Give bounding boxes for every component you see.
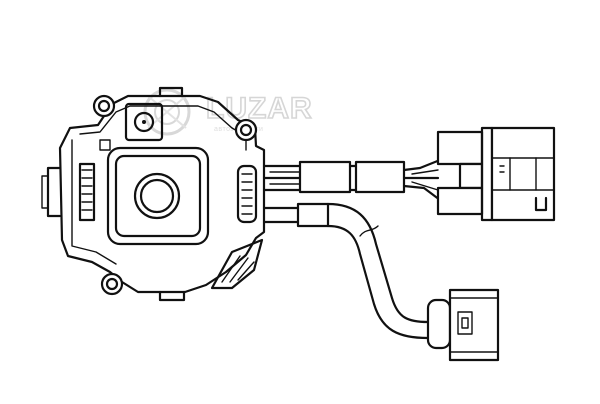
marker-square: [99, 139, 111, 151]
left-clips: [41, 162, 96, 222]
mounting-ear-top-right: [234, 118, 258, 142]
bottom-right-tab: [210, 238, 264, 290]
actuator-square: [106, 146, 210, 246]
main-connector: [436, 126, 556, 222]
right-slot: [236, 164, 258, 224]
watermark-brand: LUZAR: [206, 92, 313, 125]
second-harness: [262, 202, 430, 340]
mounting-ear-top-left: [92, 94, 116, 118]
top-boss: [124, 102, 164, 142]
module-housing: [41, 86, 266, 302]
main-harness: [262, 158, 442, 202]
small-connector: [426, 288, 500, 362]
mounting-ear-bottom-left: [100, 272, 124, 296]
